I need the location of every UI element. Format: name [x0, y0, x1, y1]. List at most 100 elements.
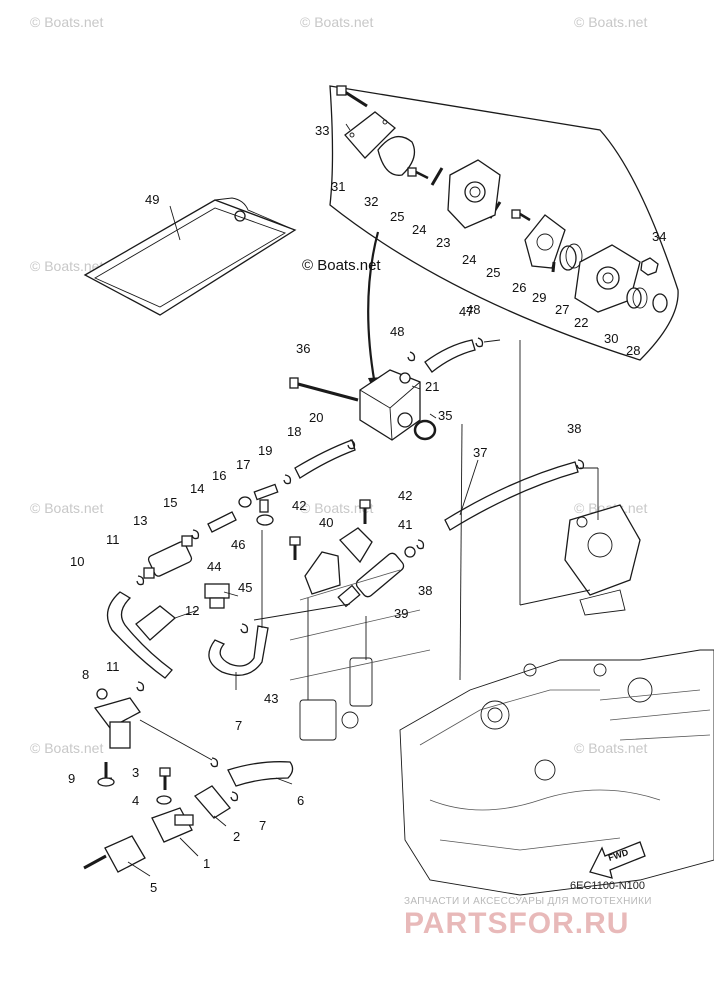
nut-34 — [640, 257, 659, 276]
callout-48-lower: 48 — [390, 324, 405, 339]
callout-10: 10 — [70, 554, 85, 569]
diagram-code: 6EC1100-N100 — [570, 880, 646, 892]
callout-13: 13 — [133, 513, 148, 528]
copyright-label: © Boats.net — [302, 257, 381, 274]
callout-37: 37 — [473, 445, 488, 460]
callout-24-right: 24 — [462, 252, 477, 267]
callout-48-upper: 48 — [466, 302, 481, 317]
callout-25-mid: 25 — [486, 265, 501, 280]
callout-36: 36 — [296, 341, 311, 356]
callout-31: 31 — [331, 179, 346, 194]
callout-20: 20 — [309, 410, 324, 425]
clip-38-right — [576, 459, 585, 470]
fuel-joint-1 — [151, 807, 194, 843]
washer-4 — [156, 795, 172, 805]
bolt-36 — [289, 377, 359, 402]
tool-bag-49 — [83, 197, 297, 316]
watermark: © Boats.net — [30, 14, 104, 30]
callout-33: 33 — [315, 123, 330, 138]
bolt-42-right — [359, 499, 371, 524]
callout-12: 12 — [185, 603, 200, 618]
callout-35: 35 — [438, 408, 453, 423]
callout-30: 30 — [604, 331, 619, 346]
watermark: © Boats.net — [30, 258, 104, 274]
bolt-3 — [159, 767, 171, 790]
bolt-42-left — [289, 536, 301, 560]
hose-37 — [444, 461, 579, 531]
spring-30 — [626, 287, 648, 309]
hose-43 — [208, 625, 269, 676]
callout-18: 18 — [287, 424, 302, 439]
callout-27: 27 — [555, 302, 570, 317]
watermark: © Boats.net — [574, 14, 648, 30]
callout-45: 45 — [238, 580, 253, 595]
detail-arrow — [367, 231, 380, 386]
callout-7-lower: 7 — [259, 818, 267, 833]
watermark: © Boats.net — [30, 500, 104, 516]
clip-7-lower — [230, 791, 239, 802]
callout-15: 15 — [163, 495, 178, 510]
watermark: © Boats.net — [300, 14, 374, 30]
clip-38-left — [416, 539, 425, 550]
callout-41: 41 — [398, 517, 413, 532]
callout-46: 46 — [231, 537, 246, 552]
screw-25-mid — [511, 209, 531, 222]
callout-19: 19 — [258, 443, 273, 458]
callout-34: 34 — [652, 229, 667, 244]
clip-44 — [204, 583, 230, 609]
callout-21: 21 — [425, 379, 440, 394]
bolt-33 — [336, 85, 368, 108]
watermark: © Boats.net — [30, 740, 104, 756]
callout-43: 43 — [264, 691, 279, 706]
hose-18 — [294, 439, 356, 479]
callout-40: 40 — [319, 515, 334, 530]
callout-44: 44 — [207, 559, 222, 574]
hose-10 — [106, 591, 173, 679]
callout-2: 2 — [233, 829, 241, 844]
callout-22: 22 — [574, 315, 589, 330]
callout-17: 17 — [236, 457, 251, 472]
clip-19 — [283, 474, 292, 485]
clamp-12 — [135, 605, 177, 641]
callout-6: 6 — [297, 793, 305, 808]
clip-46 — [256, 514, 274, 526]
site-tagline: ЗАПЧАСТИ И АКСЕССУАРЫ ДЛЯ МОТОТЕХНИКИ — [404, 896, 652, 907]
gasket-32 — [377, 135, 416, 176]
pin-27 — [551, 261, 556, 273]
filter-39 — [337, 546, 416, 608]
watermark: © Boats.net — [574, 740, 648, 756]
callout-16: 16 — [212, 468, 227, 483]
callout-42-left: 42 — [292, 498, 307, 513]
gasket-2 — [193, 785, 231, 819]
hose-6 — [227, 761, 294, 787]
clip-11-lower — [136, 681, 145, 692]
clip-20 — [347, 439, 356, 450]
detail-panel-outline — [329, 85, 679, 361]
cover-plate-31 — [344, 111, 396, 159]
hose-14 — [207, 511, 237, 533]
bolt-9 — [97, 762, 115, 787]
fuel-filter-13 — [143, 535, 193, 579]
callout-24-left: 24 — [412, 222, 427, 237]
callout-4: 4 — [132, 793, 140, 808]
clip-7-upper — [210, 757, 219, 768]
callout-47: 47 — [459, 304, 474, 319]
callout-3: 3 — [132, 765, 140, 780]
callout-38-right: 38 — [567, 421, 582, 436]
callout-5: 5 — [150, 880, 158, 895]
bracket-40 — [304, 551, 341, 595]
callout-29: 29 — [532, 290, 547, 305]
screw-25-top — [407, 167, 429, 180]
bracket-41 — [339, 527, 373, 564]
hose-47 — [424, 339, 476, 373]
callout-14: 14 — [190, 481, 205, 496]
callout-9: 9 — [68, 771, 76, 786]
callout-28: 28 — [626, 343, 641, 358]
callout-23: 23 — [436, 235, 451, 250]
clip-45 — [240, 623, 249, 634]
callout-25-top: 25 — [390, 209, 405, 224]
clip-48-lower — [407, 351, 416, 362]
watermark: © Boats.net — [300, 500, 374, 516]
